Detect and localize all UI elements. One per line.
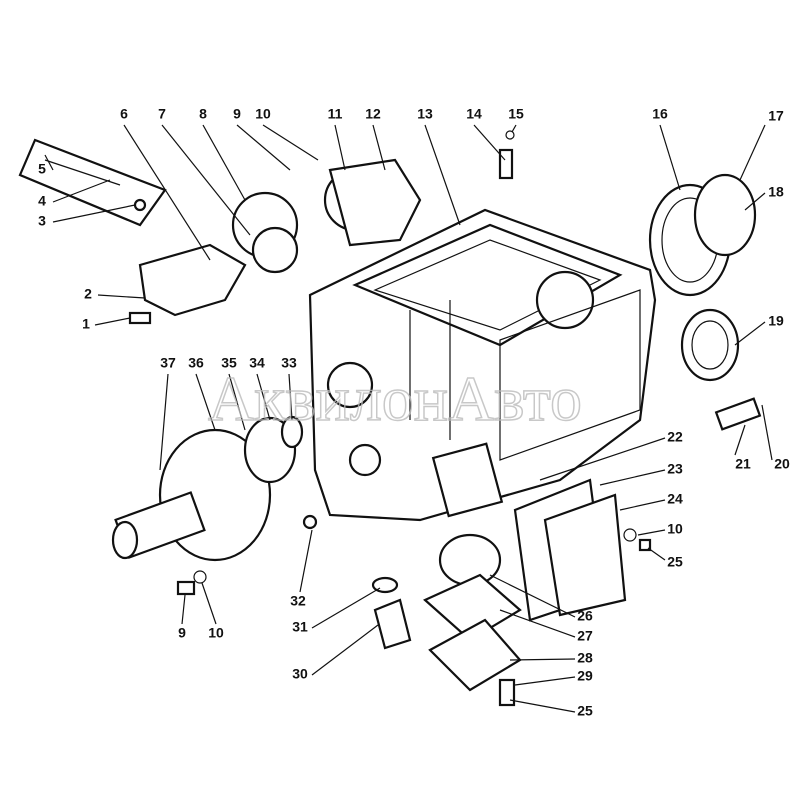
callout-label: 25: [577, 703, 593, 719]
callout-label: 19: [768, 313, 784, 329]
callout-label: 24: [667, 491, 683, 507]
callout-label: 7: [158, 106, 166, 122]
callout-label: 3: [38, 213, 46, 229]
gearbox-housing: [308, 208, 657, 522]
callout-label: 35: [221, 355, 237, 371]
callout-label: 33: [281, 355, 297, 371]
callout-label: 25: [667, 554, 683, 570]
callout-label: 17: [768, 108, 784, 124]
callout-label: 15: [508, 106, 524, 122]
callout-label: 23: [667, 461, 683, 477]
callout-label: 12: [365, 106, 381, 122]
callout-label: 10: [208, 625, 224, 641]
callout-label: 18: [768, 184, 784, 200]
rear-flange-group: [111, 415, 652, 596]
watermark-text: АквилонАвто: [208, 363, 582, 434]
callout-label: 30: [292, 666, 308, 682]
callout-label: 10: [667, 521, 683, 537]
callout-label: 11: [328, 106, 343, 122]
leader-lines: [44, 124, 773, 713]
callout-label: 5: [38, 161, 46, 177]
callout-label: 14: [466, 106, 482, 122]
oil-pump-group: [18, 130, 515, 325]
callout-label: 2: [84, 286, 92, 302]
callout-label: 34: [249, 355, 265, 371]
side-cover-group: [302, 478, 627, 707]
seal-rings-right: [648, 173, 762, 431]
callout-label: 20: [774, 456, 790, 472]
callout-label: 9: [178, 625, 186, 641]
callout-labels: 1 2 3 4 5 6 7 8 9 10 11 12 13 14 15 16 1…: [38, 106, 790, 719]
callout-label: 36: [188, 355, 204, 371]
callout-label: 13: [417, 106, 433, 122]
callout-label: 26: [577, 608, 593, 624]
callout-label: 29: [577, 668, 593, 684]
callout-label: 8: [199, 106, 207, 122]
callout-label: 22: [667, 429, 683, 445]
callout-label: 32: [290, 593, 306, 609]
callout-label: 21: [735, 456, 751, 472]
callout-label: 28: [577, 650, 593, 666]
callout-label: 4: [38, 193, 46, 209]
callout-label: 27: [577, 628, 593, 644]
callout-label: 9: [233, 106, 241, 122]
callout-label: 1: [82, 316, 90, 332]
callout-label: 10: [255, 106, 271, 122]
callout-label: 37: [160, 355, 176, 371]
callout-label: 6: [120, 106, 128, 122]
callout-label: 31: [292, 619, 308, 635]
callout-label: 16: [652, 106, 668, 122]
